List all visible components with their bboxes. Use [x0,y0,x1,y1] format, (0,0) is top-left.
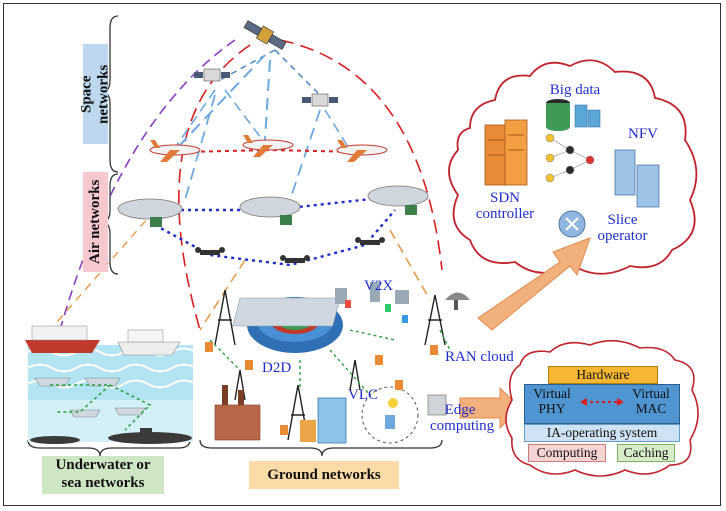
d2d-label: D2D [262,360,292,376]
sea-label-line1: Underwater or [55,457,151,473]
sea-links [50,384,152,431]
orange-dash-1 [49,209,156,331]
slice-label-line1: Slice [607,212,638,228]
ia-operating-system-box: IA-operating system [524,424,680,442]
database-icon [546,99,601,131]
space-networks-label: Space networks [79,44,112,144]
airplane-icon [149,140,201,162]
nfv-label: NFV [627,126,658,142]
base-station-icon [205,342,438,435]
orange-dash-2 [199,259,246,331]
purple-arc [59,39,236,331]
hardware-box: Hardware [548,366,658,384]
sat-beam-4 [289,109,321,201]
sdn-label-line1: SDN [489,190,520,206]
airplane-icon [336,140,388,162]
building-icon [300,397,347,444]
sea-networks-label: Underwater or sea networks [42,456,164,494]
satellite-icon [243,20,287,50]
computing-box: Computing [528,444,606,462]
satellite-icon [194,68,230,82]
satellite-icon [302,93,338,107]
vlc-label: VLC [348,387,378,403]
lightbulb-icon [385,398,398,429]
virtual-phy-line2: PHY [538,401,566,416]
sat-beam-2 [264,59,271,141]
edge-server-icon [427,394,447,416]
virtual-phy-line1: Virtual [533,386,571,401]
v2x-label: V2X [364,278,394,294]
air-networks-label: Air networks [83,172,108,272]
plane-link [184,148,361,153]
slice-operator-label: Slice operator [585,212,660,244]
ground-bracket [199,439,443,457]
router-icon [558,210,586,238]
virtual-mac-box: Virtual MAC [622,386,680,416]
neural-network-icon [545,133,595,183]
satellite-dish-icon [445,292,470,310]
edge-label-line2: computing [430,418,495,434]
virtual-layer-box [524,384,680,424]
submarine-icon [30,428,192,444]
edge-label-line1: Edge [444,402,476,418]
ship-icon [25,325,181,356]
sat-beam-6 [224,89,271,151]
factory-icon [214,385,261,441]
slice-label-line2: operator [597,228,648,244]
big-data-label: Big data [549,82,601,98]
virtual-mac-line2: MAC [635,401,667,416]
virtual-mac-line1: Virtual [632,386,670,401]
server-icon [484,119,528,186]
sat-link-b [274,49,321,96]
drone-icon [195,237,385,263]
airship-icon [117,185,429,227]
ground-networks-label: Ground networks [249,461,399,489]
airship-link [160,195,391,212]
server-rack-icon [614,149,660,208]
arrow-to-cloud [477,237,591,331]
city-icon [232,282,409,327]
ran-cloud-label: RAN cloud [445,349,514,365]
sat-beam-7 [324,109,351,151]
edge-computing-label: Edge computing [430,402,495,434]
orange-dash-3 [389,229,431,301]
sdn-controller-label: SDN controller [470,190,540,222]
sea-label-line2: sea networks [61,475,145,491]
cell-tower-icon [214,289,446,441]
virtual-phy-box: Virtual PHY [524,386,580,416]
ground-links [209,329,451,396]
airplane-icon [242,135,294,157]
caching-box: Caching [617,444,675,462]
sat-beam-5 [169,89,216,156]
sdn-label-line2: controller [475,206,535,222]
space-red-arc [279,39,443,271]
phy-mac-link-arrow [580,398,624,406]
sat-beam-1 [179,54,266,146]
